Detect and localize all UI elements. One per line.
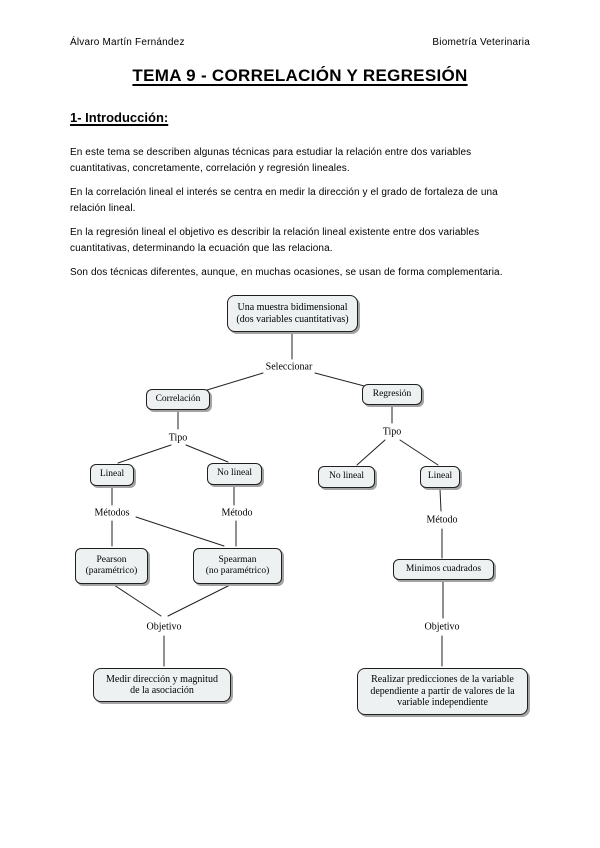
label-tipo-correlacion: Tipo: [166, 432, 190, 444]
node-medir-direccion: Medir dirección y magnitud de la asociac…: [93, 668, 231, 702]
header-course: Biometría Veterinaria: [432, 37, 530, 48]
node-lineal-correlacion: Lineal: [90, 464, 134, 486]
label-metodo-correlacion: Método: [219, 507, 255, 519]
paragraph-3: En la regresión lineal el objetivo es de…: [70, 227, 480, 254]
label-seleccionar: Seleccionar: [263, 361, 315, 373]
node-no-lineal-regresion: No lineal: [318, 466, 375, 488]
label-objetivo-correlacion: Objetivo: [144, 621, 184, 633]
section-heading-text: 1- Introducción:: [70, 110, 169, 125]
page-title: TEMA 9 - CORRELACIÓN Y REGRESIÓN: [0, 66, 600, 86]
paragraph-4: Son dos técnicas diferentes, aunque, en …: [70, 267, 503, 278]
intro-text: En este tema se describen algunas técnic…: [70, 145, 540, 289]
header-author: Álvaro Martín Fernández: [70, 37, 185, 48]
node-regresion: Regresión: [362, 384, 422, 405]
paragraph-1: En este tema se describen algunas técnic…: [70, 147, 472, 174]
label-objetivo-regresion: Objetivo: [422, 621, 462, 633]
node-no-lineal-correlacion: No lineal: [207, 463, 262, 485]
node-pearson: Pearson (paramétrico): [75, 548, 148, 584]
page-title-text: TEMA 9 - CORRELACIÓN Y REGRESIÓN: [132, 66, 468, 85]
node-muestra-bidimensional: Una muestra bidimensional (dos variables…: [227, 295, 358, 332]
node-minimos-cuadrados: Minimos cuadrados: [393, 559, 494, 580]
label-tipo-regresion: Tipo: [380, 426, 404, 438]
node-correlacion: Correlación: [146, 389, 210, 410]
section-heading: 1- Introducción:: [70, 110, 168, 125]
label-metodo-regresion: Método: [424, 514, 460, 526]
node-realizar-predicciones: Realizar predicciones de la variable dep…: [357, 668, 528, 715]
paragraph-2: En la correlación lineal el interés se c…: [70, 187, 498, 214]
node-lineal-regresion: Lineal: [420, 466, 460, 488]
node-spearman: Spearman (no paramétrico): [193, 548, 282, 584]
label-metodos: Métodos: [92, 507, 132, 519]
page-header: Álvaro Martín Fernández Biometría Veteri…: [70, 37, 530, 48]
